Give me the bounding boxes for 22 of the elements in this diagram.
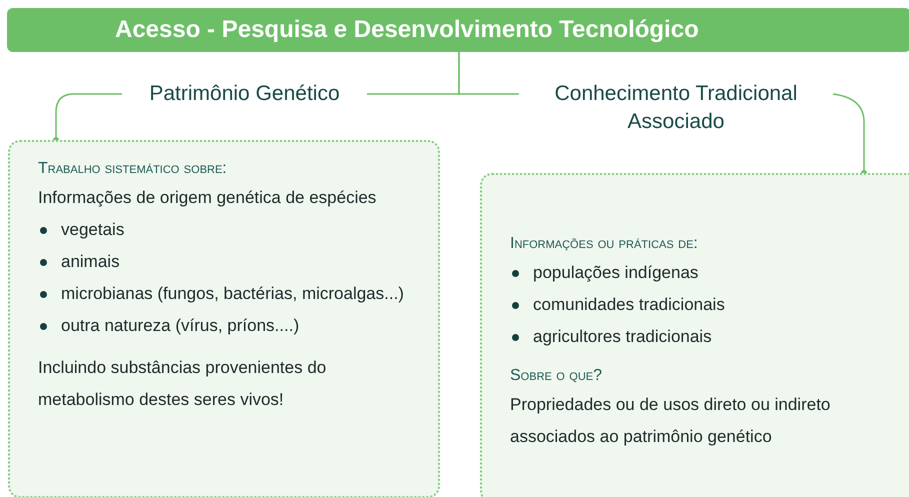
section-heading: Sobre o que? [510,366,604,386]
branch-label: Conhecimento Tradicional Associado [519,80,833,142]
list-item: outra natureza (vírus, príons....) [61,315,300,337]
branch-label: Patrimônio Genético [122,80,367,110]
info-card [480,173,909,497]
list-item: populações indígenas [533,262,698,284]
body-text: Informações de origem genética de espécies [38,187,378,209]
list-item: comunidades tradicionais [533,294,725,316]
body-text: Propriedades ou de usos direto ou indireto associados ao patrimônio genético [510,394,832,448]
list-item: vegetais [61,219,124,241]
list-item: microbianas (fungos, bactérias, microalgas...) [61,283,404,305]
list-item: agricultores tradicionais [533,326,712,348]
title-bar [7,8,909,52]
section-heading: Trabalho sistemático sobre: [38,159,228,179]
list-item: animais [61,251,120,273]
section-heading: Informações ou práticas de: [510,234,699,254]
body-text: Incluindo substâncias provenientes do metabolismo destes seres vivos! [38,357,328,411]
connector-line [53,93,122,143]
connector-line [458,52,519,95]
info-card [8,140,440,497]
title-text: Acesso - Pesquisa e Desenvolvimento Tecnológico [115,18,699,42]
connector-line [832,93,867,176]
